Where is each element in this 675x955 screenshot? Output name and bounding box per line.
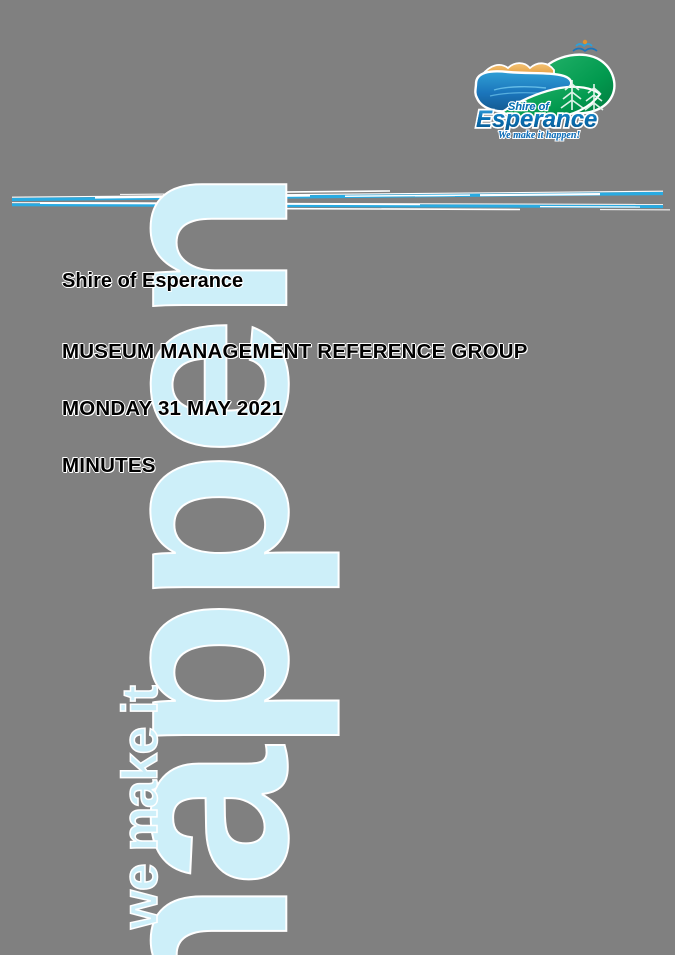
band-line-lower xyxy=(11,202,671,211)
logo-bird-mark xyxy=(572,39,598,53)
band-line-accents xyxy=(119,190,391,195)
logo-trees xyxy=(560,80,604,112)
meeting-date: MONDAY 31 MAY 2021 xyxy=(62,397,284,420)
title-block: Shire of Esperance MUSEUM MANAGEMENT REF… xyxy=(62,270,622,478)
committee-name: MUSEUM MANAGEMENT REFERENCE GROUP xyxy=(62,340,528,363)
logo-tagline: We make it happen! xyxy=(498,130,580,141)
svg-text:We make it happen!: We make it happen! xyxy=(498,130,580,141)
band-line-upper xyxy=(11,190,664,202)
shire-of-esperance-logo: Shire of Shire of Esperance Esperance We… xyxy=(468,32,622,142)
document-type: MINUTES xyxy=(62,454,156,477)
logo-line-small: Shire of xyxy=(508,101,550,113)
blue-line-band xyxy=(0,182,675,216)
svg-text:Shire of: Shire of xyxy=(508,101,550,113)
watermark-tagline-text: we make it xyxy=(111,685,169,929)
logo-line-main: Esperance xyxy=(476,106,597,133)
organisation-name: Shire of Esperance xyxy=(62,270,244,292)
svg-text:Esperance: Esperance xyxy=(476,106,597,133)
